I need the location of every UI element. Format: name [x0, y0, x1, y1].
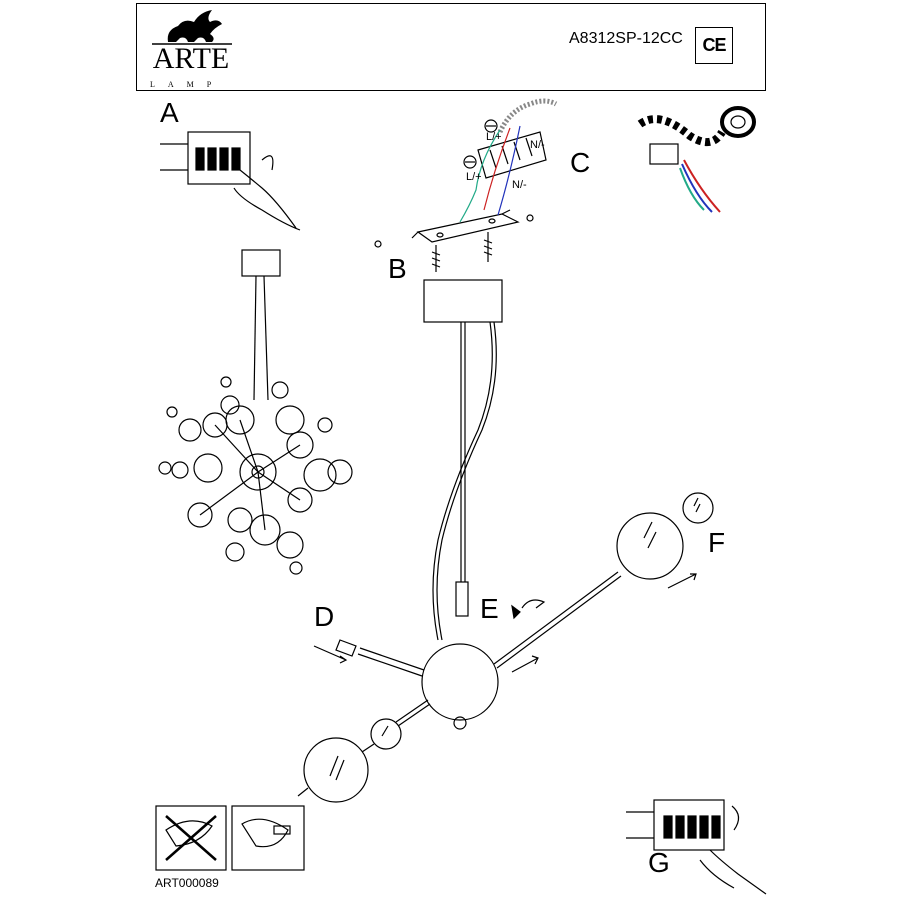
bulb-socket-icon [335, 639, 357, 657]
model-number: A8312SP-12CC [569, 30, 683, 47]
step-label-d: D [314, 601, 335, 632]
terminal-block-g-icon [626, 799, 767, 895]
glass-shade-large-icon [616, 512, 684, 580]
use-glove-icon [231, 805, 305, 871]
brand-subtitle: LAMP [150, 80, 225, 89]
step-label-b: B [388, 253, 407, 284]
wire-label-neutral-top: N/- [530, 139, 545, 151]
wire-label-neutral-bottom: N/- [512, 179, 527, 191]
wire-label-live-top: L/+ [486, 131, 502, 143]
warning-no-bare-hand-icon [155, 805, 227, 871]
connector-block-icon [459, 98, 558, 223]
brand-name: ARTE [152, 42, 230, 75]
wire-label-live-bottom: L/+ [466, 171, 482, 183]
glass-shade-small-icon [682, 492, 714, 524]
glass-shade-bottom-icon [303, 737, 369, 803]
ce-mark: CE [695, 27, 733, 64]
article-number: ART000089 [155, 876, 219, 890]
step-label-a: A [160, 97, 179, 128]
canopy-icon [423, 279, 503, 323]
mounting-bracket-icon [374, 209, 534, 272]
central-globe-icon [421, 643, 499, 721]
chandelier-assembled-icon [158, 376, 353, 575]
step-label-g: G [648, 847, 670, 878]
step-label-e: E [480, 593, 499, 624]
step-label-c: C [570, 147, 591, 178]
terminal-block-a-icon [160, 131, 301, 231]
insulating-tape-icon [637, 106, 756, 213]
canopy-small-icon [241, 249, 281, 277]
griffin-logo-icon [152, 10, 232, 45]
header-frame [136, 3, 766, 91]
step-label-f: F [708, 527, 726, 558]
rotate-arrow-icon [521, 599, 546, 609]
